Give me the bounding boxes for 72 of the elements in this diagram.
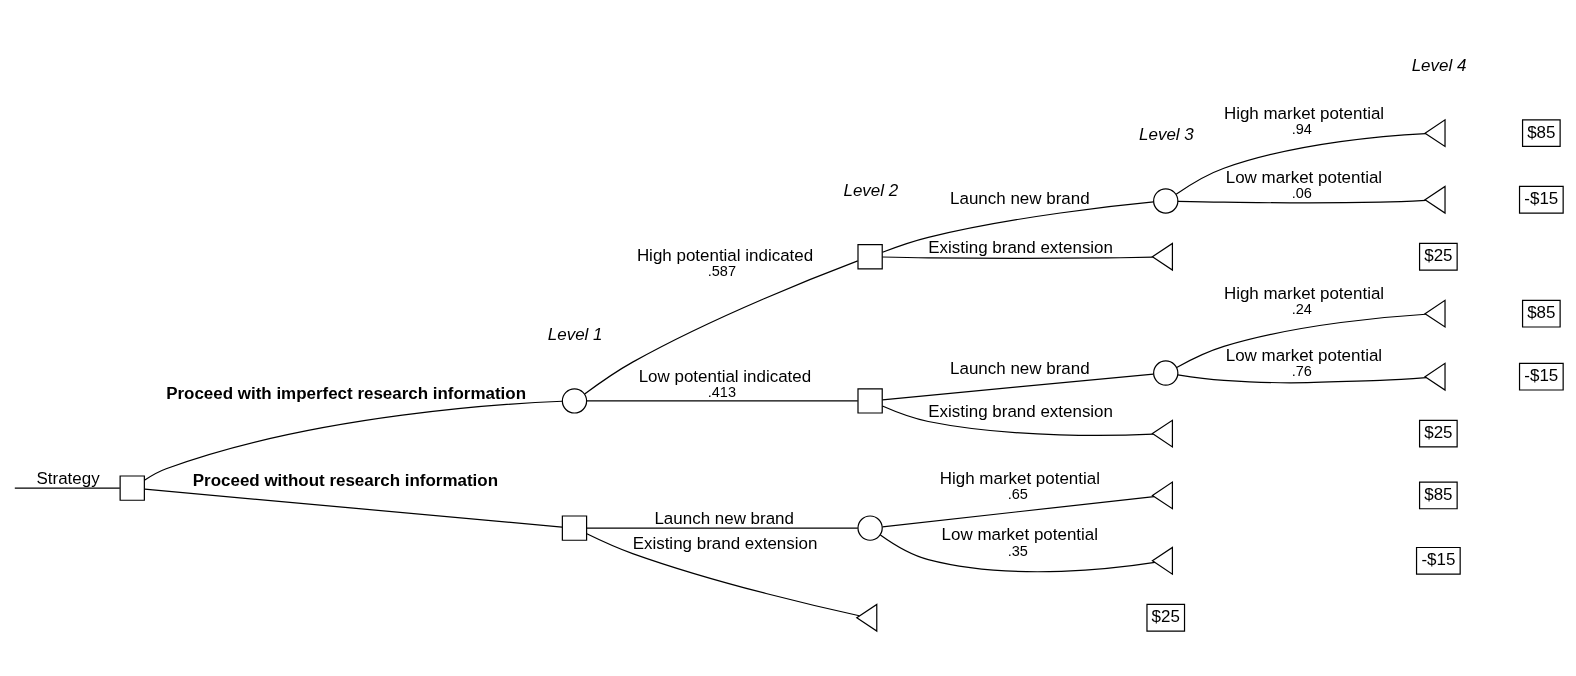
node-triangle — [1423, 118, 1446, 148]
node-triangle — [1423, 298, 1446, 328]
connector — [881, 372, 1154, 400]
edge-label: Proceed with imperfect research information — [165, 383, 526, 403]
edge-label: High market potential — [1223, 283, 1384, 303]
connector — [881, 495, 1155, 527]
node-triangle — [1150, 480, 1173, 510]
label: .413 — [707, 383, 736, 400]
node-triangle — [1150, 545, 1173, 575]
connector — [583, 259, 858, 395]
node-box: -$15 — [1518, 185, 1564, 214]
node-box — [119, 474, 145, 501]
edge-label: Existing brand extension — [632, 533, 817, 553]
connector — [585, 399, 858, 401]
connector — [1176, 373, 1427, 383]
node-box — [561, 514, 587, 541]
label: .76 — [1291, 362, 1312, 379]
connector — [881, 404, 1154, 436]
label: .94 — [1291, 120, 1312, 137]
node-circle — [856, 514, 883, 541]
node-triangle — [1150, 418, 1173, 448]
node-box: $85 — [1521, 118, 1561, 147]
connector — [143, 400, 563, 481]
edge-label: Low market potential — [941, 524, 1098, 544]
node-box: $25 — [1145, 603, 1185, 632]
node-box: $85 — [1521, 299, 1561, 328]
edge-label: Low potential indicated — [638, 366, 811, 386]
edge-label: Launch new brand — [949, 188, 1090, 208]
node-box — [856, 243, 883, 269]
node-box: -$15 — [1518, 362, 1564, 391]
edge-label: Proceed without research information — [192, 470, 498, 490]
node-box: $25 — [1418, 419, 1458, 448]
node-box: $25 — [1418, 242, 1458, 271]
node-triangle — [855, 602, 877, 632]
label: .65 — [1007, 485, 1028, 502]
connector — [1175, 132, 1426, 195]
connector — [879, 533, 1155, 572]
connector — [1175, 313, 1426, 368]
connector — [13, 487, 120, 489]
edge-label: Strategy — [36, 468, 100, 488]
edge-label: Launch new brand — [949, 358, 1090, 378]
edge-label: High market potential — [1223, 103, 1384, 123]
node-box — [856, 387, 883, 414]
node-circle — [1152, 359, 1178, 386]
edge-label: Low market potential — [1225, 345, 1382, 365]
edge-label: High market potential — [939, 468, 1100, 488]
connector — [881, 255, 1153, 259]
connector — [585, 532, 860, 616]
connector — [143, 488, 563, 528]
edge-label: Existing brand extension — [927, 237, 1113, 257]
edge-label: Launch new brand — [653, 508, 794, 528]
node-triangle — [1423, 184, 1446, 214]
edge-label: Low market potential — [1225, 167, 1382, 187]
node-circle — [1152, 187, 1178, 214]
node-triangle — [1150, 241, 1173, 271]
label: .587 — [707, 262, 736, 279]
connector — [1176, 199, 1426, 204]
label: .06 — [1291, 184, 1312, 201]
edge-label: Existing brand extension — [927, 401, 1113, 421]
connector — [881, 200, 1154, 253]
label: .35 — [1007, 542, 1028, 558]
label: .24 — [1291, 300, 1312, 317]
node-triangle — [1423, 361, 1446, 391]
node-box: -$15 — [1415, 546, 1461, 575]
label: Level 4 — [1411, 55, 1466, 75]
label: Level 2 — [842, 180, 898, 200]
label: Level 3 — [1138, 124, 1194, 144]
node-box: $85 — [1418, 480, 1458, 509]
node-circle — [561, 387, 587, 414]
connector — [585, 527, 858, 529]
label: Level 1 — [547, 324, 602, 344]
edge-label: High potential indicated — [636, 245, 813, 265]
